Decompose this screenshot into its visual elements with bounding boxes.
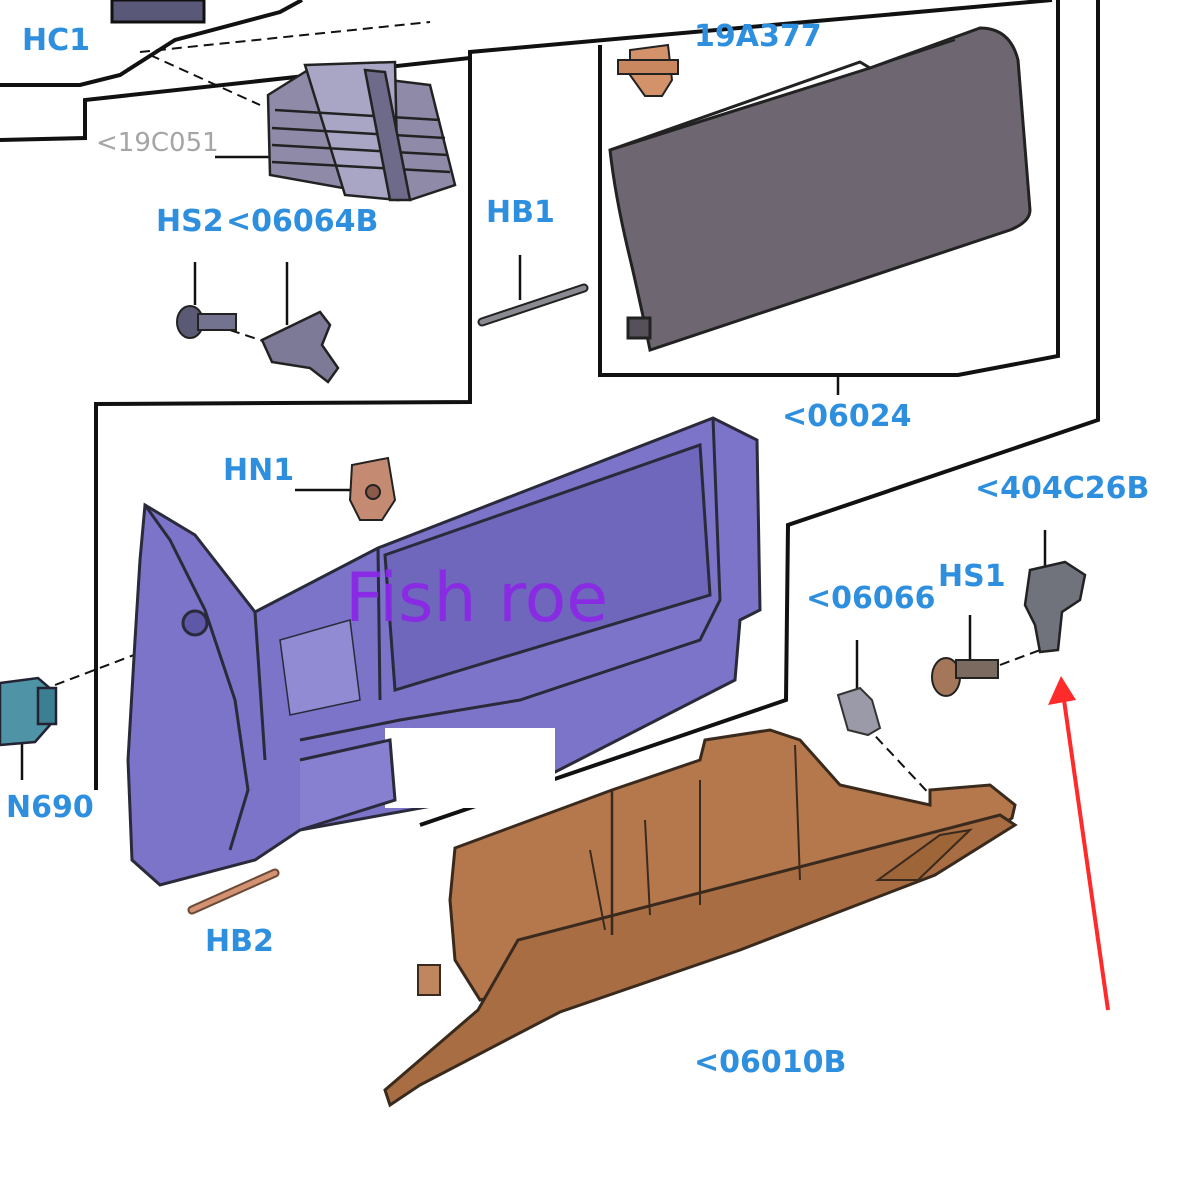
short-leaders [20,155,1047,780]
glovebox-bin-06010b [383,728,1018,1108]
label-19a377: 19A377 [694,19,822,54]
hc1-part [110,0,206,24]
red-arrow [1048,676,1110,1011]
nut-clip-hn1 [348,456,397,521]
vent-bracket-19c051 [266,60,457,202]
dashed-leaders [54,21,1041,801]
clip-19a377 [617,43,679,97]
label-06064b: <06064B [226,204,379,239]
label-hb1: HB1 [486,195,555,230]
label-06024: <06024 [782,399,912,434]
knob-n690 [0,676,58,747]
label-hb2: HB2 [205,924,274,959]
glovebox-housing [126,416,762,887]
bumper-06066 [836,686,882,737]
pin-hb2 [187,868,280,915]
label-06010b: <06010B [694,1045,847,1080]
label-hs1: HS1 [938,559,1006,594]
frame-lines [0,0,1100,827]
screw-hs2 [176,305,237,339]
door-panel-06024 [608,26,1032,352]
label-hs2: HS2 [156,204,224,239]
label-06066: <06066 [806,581,936,616]
watermark-text: Fish roe [345,559,609,638]
label-hn1: HN1 [223,453,295,488]
screw-hs1 [931,657,999,697]
label-404c26b: <404C26B [975,471,1150,506]
latch-404c26b [1023,560,1087,654]
label-19c051: <19C051 [96,128,219,158]
label-n690: N690 [6,790,94,825]
rod-hb1 [477,283,589,327]
latch-06064b [260,310,340,384]
label-hc1: HC1 [22,23,90,58]
